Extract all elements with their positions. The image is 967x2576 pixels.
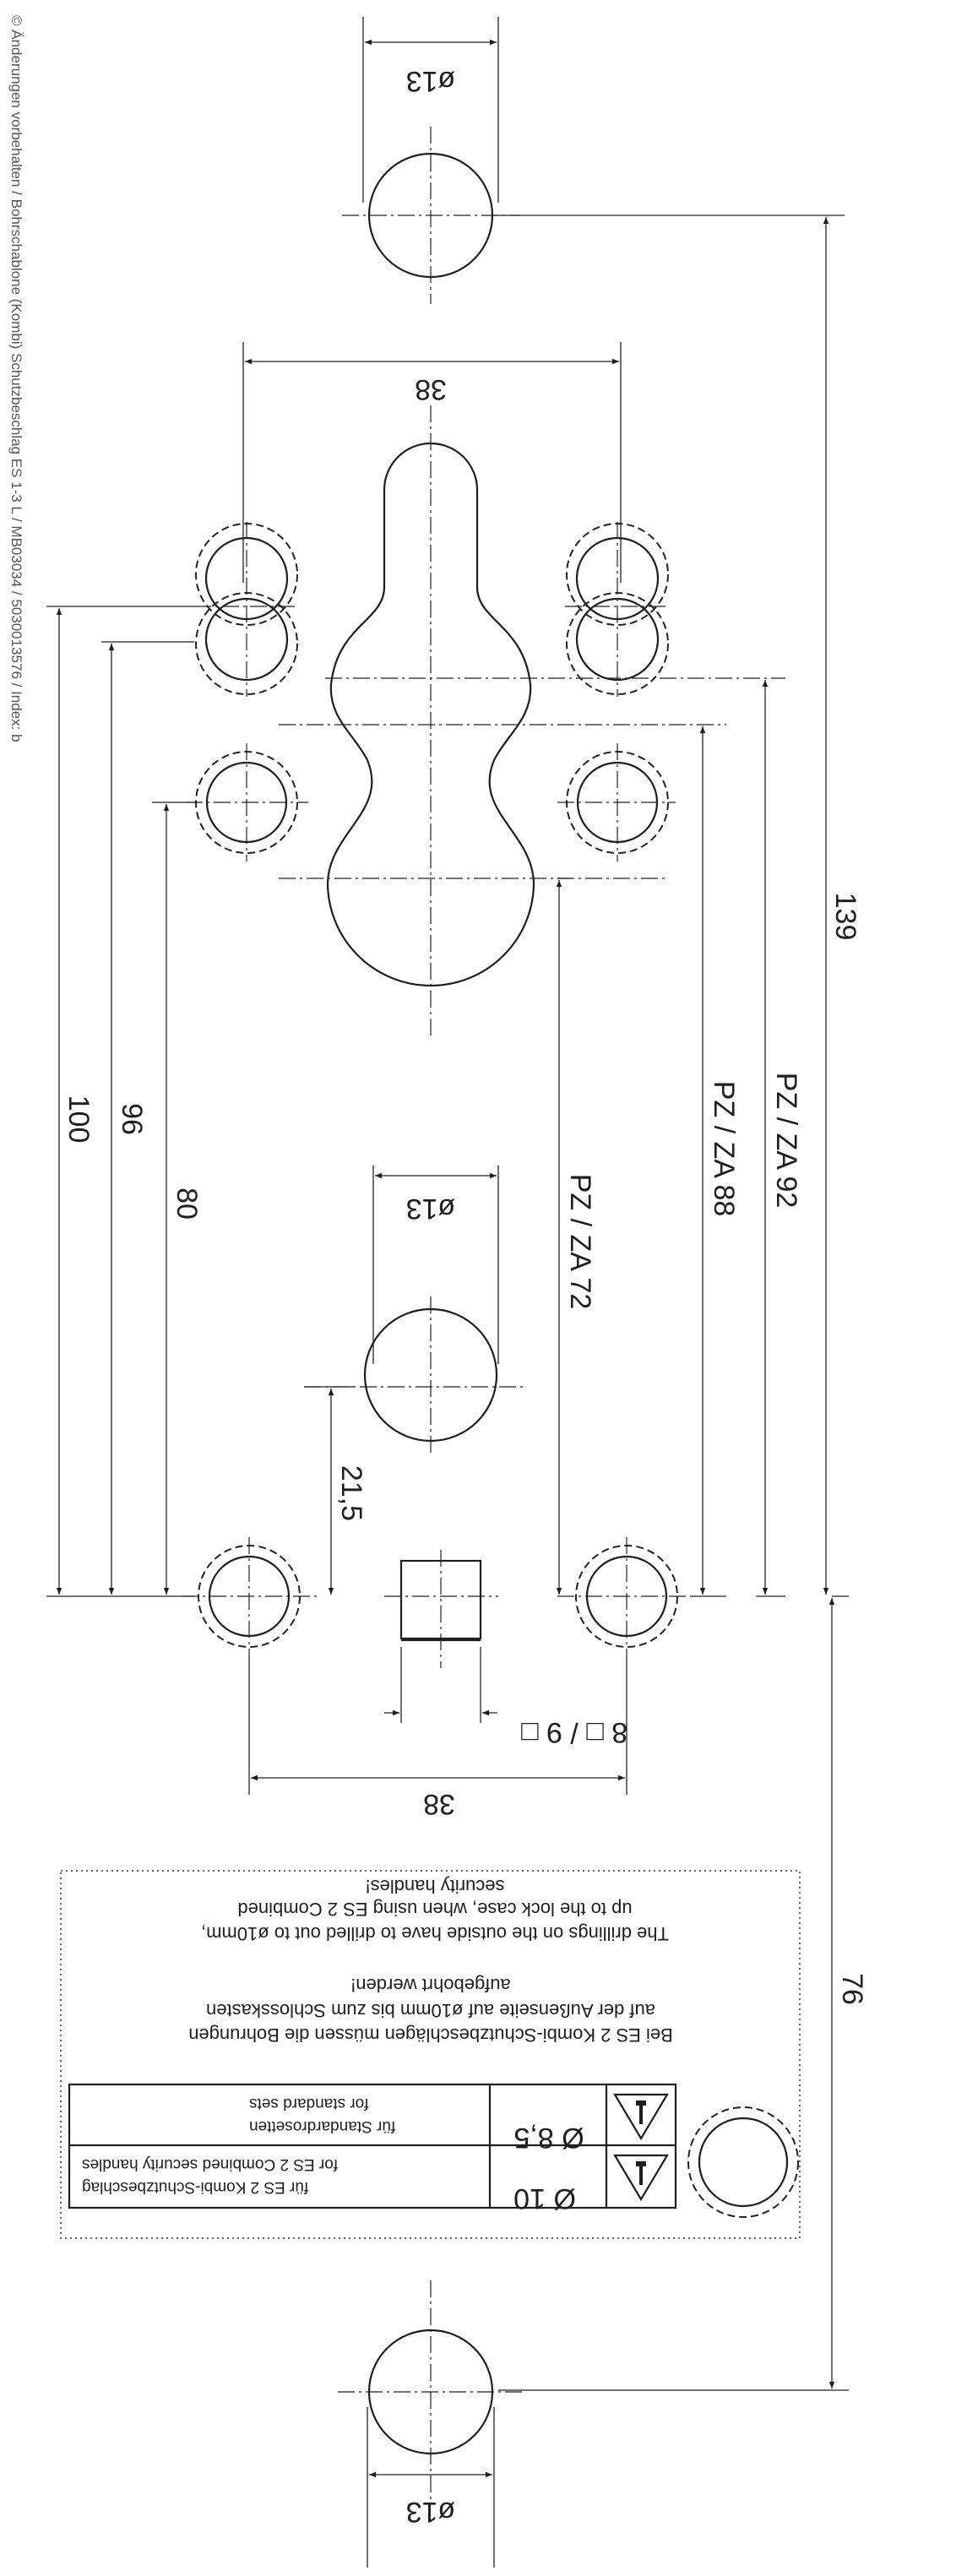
dim-d13-bottom: ø13 — [406, 2496, 456, 2528]
middle-d13-hole: ø13 — [304, 1166, 524, 1453]
dim-38-top: 38 — [242, 342, 622, 583]
lower-left-hole — [182, 1537, 317, 1655]
row1-en: for ES 2 Combined security handles — [82, 2155, 338, 2173]
dim-pz92-label: PZ / ZA 92 — [770, 1073, 802, 1209]
note-de-2: auf der Außenseite auf ø10mm bis zum Sch… — [206, 2000, 655, 2021]
note-box — [60, 1870, 801, 2239]
dim-pz72-label: PZ / ZA 72 — [564, 1174, 596, 1310]
mid-right-hole — [557, 743, 676, 861]
dim-139: 139 — [494, 215, 861, 1597]
note-en-2: up to the lock case, when using ES 2 Com… — [237, 1899, 632, 1920]
dim-d13-top: ø13 — [406, 65, 456, 97]
dim-pz88-label: PZ / ZA 88 — [708, 1081, 740, 1217]
bottom-d13-hole: ø13 — [338, 2280, 524, 2568]
dim-80: 80 — [152, 802, 203, 1595]
dim-76: 76 — [498, 1598, 868, 2391]
dim-38-bottom: 38 — [248, 1655, 627, 1820]
row0-de: für Standardrosetten — [249, 2117, 395, 2135]
drill-warning-icon — [613, 2093, 669, 2141]
dim-96: 96 — [101, 641, 194, 1595]
square-spindle — [384, 1550, 498, 1668]
note-de-3: aufgebohrt werden! — [350, 1975, 511, 1996]
drill-table — [68, 2083, 677, 2209]
row0-en: for standard sets — [249, 2095, 369, 2112]
dim-100-label: 100 — [62, 1095, 95, 1144]
row1-diameter: Ø 10 — [513, 2182, 576, 2215]
top-d13-hole: ø13 — [342, 17, 519, 304]
drill-warning-icon — [613, 2154, 669, 2202]
dim-pz88: PZ / ZA 88 — [693, 726, 740, 1597]
lower-right-hole — [557, 1537, 693, 1655]
row1-de: für ES 2 Kombi-Schutzbeschlag — [82, 2178, 308, 2196]
dim-21-5: 21,5 — [304, 1386, 367, 1595]
hole-symbol — [687, 2106, 799, 2218]
upper-left-double-hole — [194, 522, 299, 697]
dim-139-label: 139 — [829, 893, 861, 941]
dim-96-label: 96 — [116, 1103, 148, 1135]
dim-pz72: PZ / ZA 72 — [556, 878, 596, 1595]
dim-d13-mid: ø13 — [406, 1193, 456, 1225]
note-de-1: Bei ES 2 Kombi-Schutzbeschlägen müssen d… — [188, 2024, 673, 2046]
dim-38-top-label: 38 — [415, 373, 447, 405]
dim-80-label: 80 — [171, 1187, 203, 1220]
note-en-1: The drillings on the outside have to dri… — [201, 1923, 669, 1944]
dim-21-5-label: 21,5 — [335, 1465, 367, 1521]
dim-square: 8 □ / 9 □ — [384, 1647, 627, 1748]
dim-pz92: PZ / ZA 92 — [756, 680, 802, 1597]
copyright-text: © Änderungen vorbehalten / Bohrschablone… — [8, 15, 24, 742]
note-en-3: security handles! — [365, 1876, 504, 1897]
mid-left-hole — [186, 743, 308, 861]
row0-diameter: Ø 8,5 — [513, 2122, 584, 2154]
upper-right-double-hole — [565, 522, 670, 697]
dim-76-label: 76 — [836, 1973, 868, 2005]
lock-cylinder-outline — [279, 405, 785, 1039]
dim-square-label: 8 □ / 9 □ — [520, 1716, 627, 1748]
dim-38-bottom-label: 38 — [423, 1788, 455, 1820]
dim-100: 100 — [46, 606, 194, 1597]
